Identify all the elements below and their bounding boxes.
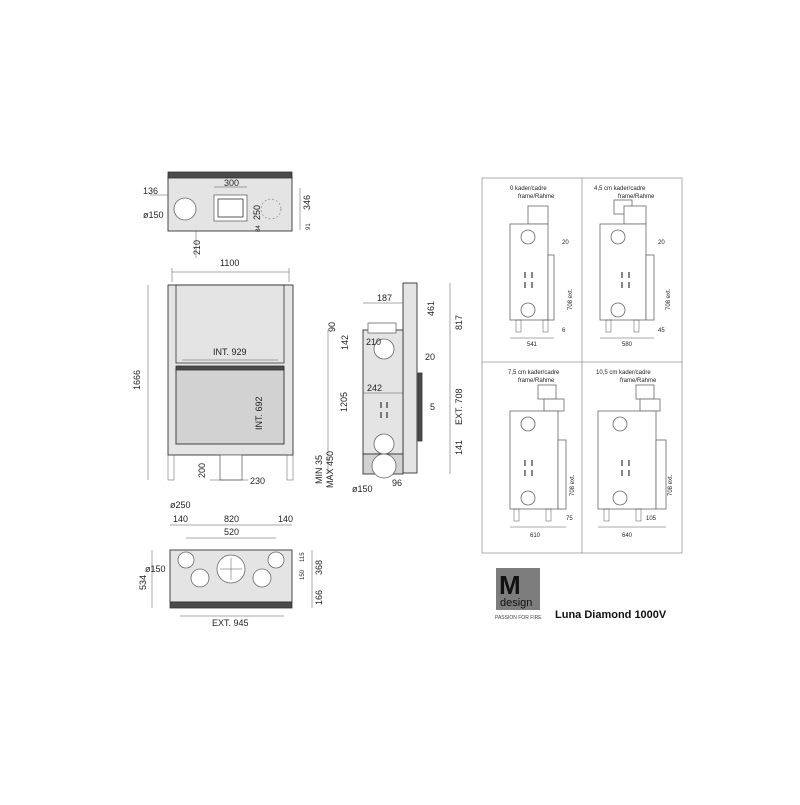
frame-0-title: 0 kader/cadre (510, 186, 547, 192)
frame-105-dim-bottom: 105 (646, 516, 657, 522)
side-view-duct (402, 282, 418, 474)
logo-word: design (500, 597, 532, 609)
frame-75-dim-width: 610 (530, 533, 541, 539)
dim-90: 90 (327, 322, 337, 332)
frame-variant-0: 0 kader/cadre frame/Rahme 20 708 ext. 6 … (509, 186, 574, 348)
dim-140-left: 140 (173, 514, 188, 524)
dim-side-210: 210 (366, 337, 381, 347)
dim-d150: ø150 (143, 210, 164, 220)
dim-84: 84 (256, 225, 262, 232)
bottom-view-rim (169, 601, 293, 609)
frame-75-dim-708: 708 ext. (570, 474, 576, 496)
frame-0-subtitle: frame/Rahme (518, 194, 555, 200)
bottom-view: ø250 140 820 140 520 ø150 534 150 115 36… (138, 500, 324, 628)
dim-ext-945: EXT. 945 (212, 618, 249, 628)
dim-520: 520 (224, 527, 239, 537)
logo-tagline: PASSION FOR FIRE (495, 615, 542, 621)
frame-variant-75: 7,5 cm kader/cadre frame/Rahme 708 ext. … (508, 370, 576, 539)
dim-d250: ø250 (170, 500, 191, 510)
frame-45-dim-20: 20 (658, 240, 665, 246)
dim-187: 187 (377, 293, 392, 303)
dim-200: 200 (197, 463, 207, 478)
top-view-hole-left (173, 197, 197, 221)
dim-817: 817 (454, 315, 464, 330)
dim-91: 91 (306, 223, 312, 230)
top-view-hole-right (260, 198, 282, 220)
frame-45-dim-width: 580 (622, 342, 633, 348)
frame-45-subtitle: frame/Rahme (618, 194, 655, 200)
dim-141: 141 (454, 440, 464, 455)
dim-368: 368 (314, 560, 324, 575)
dim-166: 166 (314, 590, 324, 605)
front-view-base (219, 454, 243, 481)
frame-0-dim-708: 708 ext. (568, 288, 574, 310)
frame-variant-105: 10,5 cm kader/cadre frame/Rahme 708 ext.… (596, 370, 674, 539)
dim-int-929: INT. 929 (213, 347, 247, 357)
frame-0-dim-bottom: 6 (562, 328, 566, 334)
side-view-base-pipe (371, 453, 397, 479)
frame-45-dim-708: 708 ext. (666, 288, 672, 310)
frame-105-title: 10,5 cm kader/cadre (596, 370, 651, 376)
dim-210: 210 (192, 240, 202, 255)
front-view-glass (175, 367, 285, 445)
frame-variants-grid: 0 kader/cadre frame/Rahme 20 708 ext. 6 … (481, 177, 683, 554)
dim-140-right: 140 (278, 514, 293, 524)
side-view: 187 90 142 461 817 210 20 242 1205 5 EXT… (314, 282, 464, 494)
front-view: 1100 INT. 929 INT. 692 1666 200 230 (132, 258, 294, 486)
top-view: 136 300 ø150 250 84 346 91 210 (143, 171, 312, 258)
frame-75-title: 7,5 cm kader/cadre (508, 370, 560, 376)
dim-min-35: MIN 35 (314, 455, 324, 484)
dim-5: 5 (430, 402, 435, 412)
frame-0-dim-20: 20 (562, 240, 569, 246)
dim-height-1666: 1666 (132, 370, 142, 390)
dim-max-450: MAX 450 (325, 451, 335, 488)
dim-bottom-d150: ø150 (145, 564, 166, 574)
side-view-hole-bottom (373, 433, 395, 455)
frame-75-subtitle: frame/Rahme (518, 378, 555, 384)
product-title: Luna Diamond 1000V (555, 609, 667, 621)
dim-534: 534 (138, 575, 148, 590)
dim-side-d150: ø150 (352, 484, 373, 494)
dim-96: 96 (392, 478, 402, 488)
dim-230: 230 (250, 476, 265, 486)
brand-logo (496, 568, 540, 610)
logo-letter: M (499, 570, 521, 600)
frame-105-dim-708: 708 ext. (668, 474, 674, 496)
brand-block: M design PASSION FOR FIRE Luna Diamond 1… (495, 568, 667, 621)
frame-0-dim-width: 541 (527, 342, 538, 348)
frame-45-dim-bottom: 45 (658, 328, 665, 334)
top-view-rim (167, 171, 293, 179)
dim-width-1100: 1100 (220, 258, 239, 268)
frame-105-subtitle: frame/Rahme (620, 378, 657, 384)
side-view-top-outlet (367, 322, 397, 334)
dim-300: 300 (224, 178, 239, 188)
dim-250: 250 (252, 205, 262, 220)
frame-45-title: 4,5 cm kader/cadre (594, 186, 646, 192)
dim-1205: 1205 (339, 392, 349, 412)
dim-136: 136 (143, 186, 158, 196)
frame-105-dim-width: 640 (622, 533, 633, 539)
dim-int-692: INT. 692 (254, 396, 264, 430)
dim-346: 346 (302, 195, 312, 210)
side-view-hole-top (373, 338, 395, 360)
frame-variant-45: 4,5 cm kader/cadre frame/Rahme 20 708 ex… (594, 186, 672, 348)
dim-150-vert: 150 (300, 569, 306, 580)
dim-ext-708: EXT. 708 (454, 388, 464, 425)
dim-461: 461 (426, 301, 436, 316)
dim-side-20: 20 (425, 352, 435, 362)
frame-75-dim-bottom: 75 (566, 516, 573, 522)
dim-242: 242 (367, 383, 382, 393)
dim-820: 820 (224, 514, 239, 524)
dim-115: 115 (300, 552, 306, 562)
dim-142: 142 (340, 335, 350, 350)
